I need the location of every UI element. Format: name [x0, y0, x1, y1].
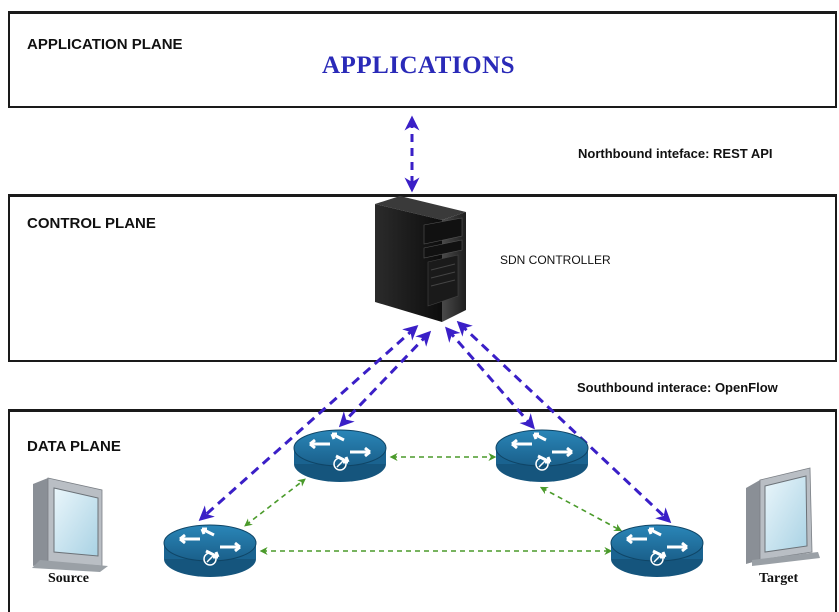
northbound-interface-label: Northbound inteface: REST API [578, 146, 773, 161]
control-plane-title: CONTROL PLANE [27, 215, 156, 232]
server-icon [375, 196, 466, 322]
source-label: Source [48, 571, 89, 586]
data-plane-title: DATA PLANE [27, 438, 121, 455]
application-plane: APPLICATION PLANE APPLICATIONS [8, 11, 837, 108]
router-icon-3 [495, 429, 589, 482]
router-icon-4 [610, 524, 704, 577]
data-link-r3-r4 [539, 486, 623, 532]
target-label: Target [759, 571, 799, 586]
southbound-link-4 [456, 320, 672, 524]
southbound-links [198, 320, 672, 524]
application-plane-title: APPLICATION PLANE [27, 36, 183, 53]
router-icon-1 [163, 524, 257, 577]
data-link-r1-r2 [244, 478, 306, 527]
southbound-link-2 [338, 330, 432, 428]
target-computer-icon [746, 467, 820, 566]
router-icon-2 [293, 429, 387, 482]
sdn-controller-label: SDN CONTROLLER [500, 253, 611, 267]
southbound-link-1 [198, 325, 419, 521]
data-links [244, 453, 623, 555]
applications-label: APPLICATIONS [322, 52, 516, 79]
source-computer-icon [32, 477, 108, 572]
